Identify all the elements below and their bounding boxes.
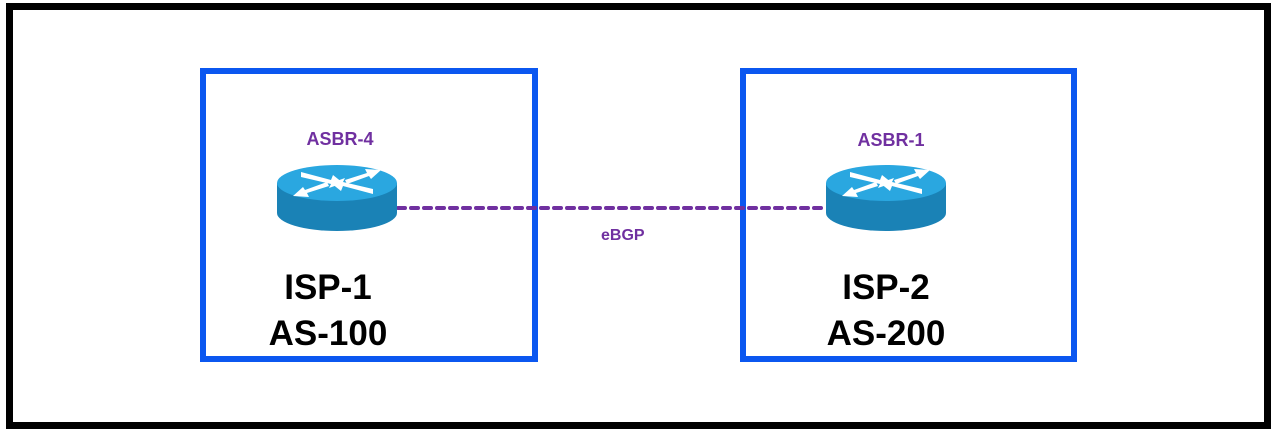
as-domain-box-isp-1 xyxy=(200,68,538,362)
as-domain-box-isp-2 xyxy=(740,68,1077,362)
domain-as-100: AS-100 xyxy=(268,314,388,353)
domain-name-isp-1: ISP-1 xyxy=(284,268,372,307)
domain-as-200: AS-200 xyxy=(826,314,946,353)
router-label-asbr-4: ASBR-4 xyxy=(306,129,374,149)
router-icon[interactable] xyxy=(277,165,397,231)
link-label-ebgp: eBGP xyxy=(601,227,645,244)
domain-name-isp-2: ISP-2 xyxy=(842,268,930,307)
router-icon[interactable] xyxy=(826,165,946,231)
router-label-asbr-1: ASBR-1 xyxy=(857,130,925,150)
